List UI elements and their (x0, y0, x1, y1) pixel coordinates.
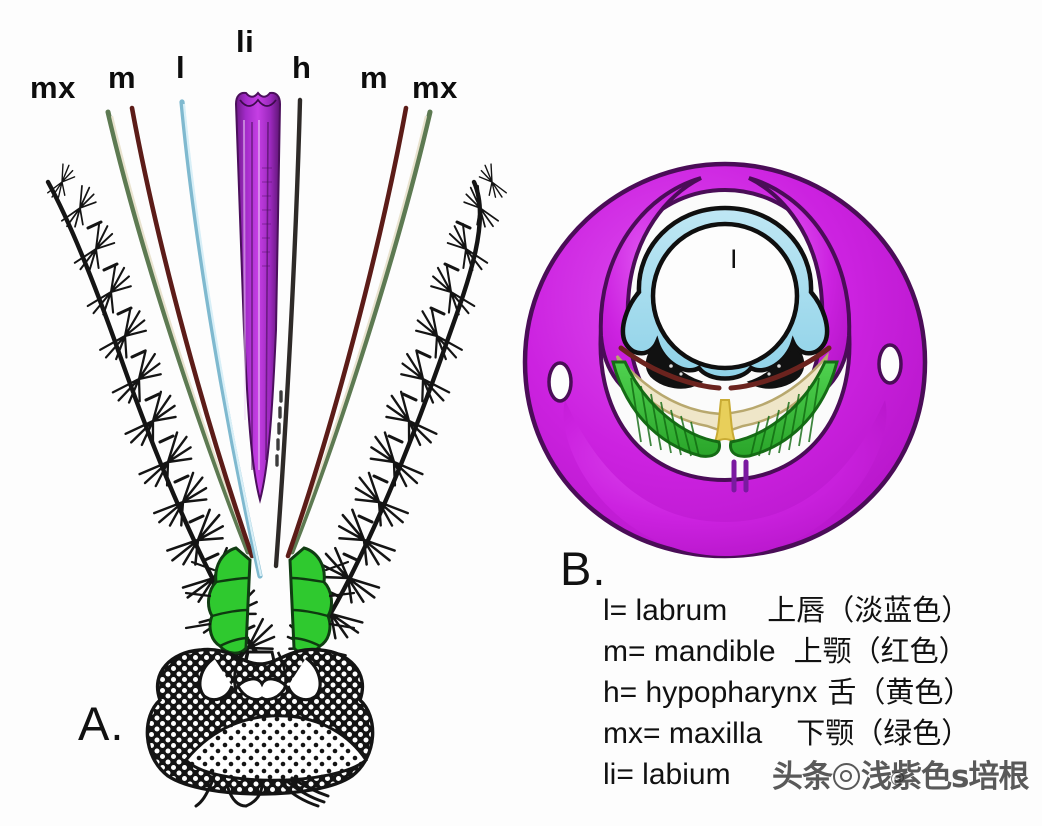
salivary-canal (713, 399, 737, 444)
part-label-li: li (236, 24, 255, 59)
part-label-mx-left: mx (30, 70, 76, 105)
part-label-l: l (176, 50, 186, 85)
legend-cn-hypopharynx: 舌（黄色） (827, 675, 973, 709)
labial-groove-left (547, 361, 573, 403)
hypopharynx-stylet (273, 97, 303, 569)
legend-row-hypopharynx: h= hypopharynx 舌（黄色） (603, 678, 1042, 719)
part-label-m-left: m (108, 60, 137, 95)
maxillary-palp-left (184, 546, 252, 662)
part-label-h: h (292, 50, 312, 85)
watermark-text-left: 头条 (772, 759, 833, 795)
numeral-II-mark (731, 459, 749, 493)
legend-row-labium: li= labium (603, 760, 1042, 801)
watermark-logo-icon (833, 763, 860, 790)
panel-a-letter: A. (78, 697, 125, 750)
legend-row-mandible: m= mandible 上颚（红色） (603, 637, 1042, 678)
maxillary-palp-right (288, 546, 356, 662)
legend-row-labrum: l= labrum 上唇（淡蓝色） (603, 596, 1042, 637)
panel-b-letter: B. (560, 542, 607, 595)
legend-abbr-hypopharynx: h= hypopharynx (603, 676, 818, 709)
maxilla-stylet-right (288, 109, 433, 555)
part-label-mx-right: mx (412, 70, 458, 105)
watermark: 头条浅紫色s培根 @ (772, 759, 1029, 795)
legend-abbr-maxilla: mx= maxilla (603, 717, 763, 750)
watermark-text-right: 浅紫色s培根 (861, 759, 1029, 795)
figure-b-illustration (522, 161, 928, 559)
cross-section-label-I: I (730, 244, 738, 274)
legend-block: l= labrum 上唇（淡蓝色） m= mandible 上颚（红色） h= … (603, 596, 1042, 801)
watermark-sub: @ (890, 769, 905, 787)
legend-cn-labrum: 上唇（淡蓝色） (767, 593, 971, 627)
mandible-cross-section (618, 344, 832, 391)
labrum-cross-section (620, 205, 830, 381)
legend-abbr-labium: li= labium (603, 758, 731, 791)
food-canal (650, 221, 800, 371)
labium-sheath (234, 91, 282, 504)
legend-cn-maxilla: 下颚（绿色） (796, 716, 971, 750)
mandible-stylet-right (285, 105, 409, 559)
head-capsule (145, 647, 375, 808)
legend-abbr-labrum: l= labrum (603, 594, 728, 627)
maxilla-cross-section (611, 360, 839, 458)
legend-abbr-mandible: m= mandible (603, 635, 776, 668)
part-label-m-right: m (360, 60, 389, 95)
figure-a-illustration (45, 91, 508, 808)
labrum-stylet (179, 99, 263, 579)
mandible-stylet-left (129, 105, 255, 559)
labial-groove-right (877, 343, 903, 385)
legend-row-maxilla: mx= maxilla 下颚（绿色） (603, 719, 1042, 760)
maxilla-stylet-left (105, 109, 252, 555)
legend-cn-mandible: 上颚（红色） (793, 634, 968, 668)
